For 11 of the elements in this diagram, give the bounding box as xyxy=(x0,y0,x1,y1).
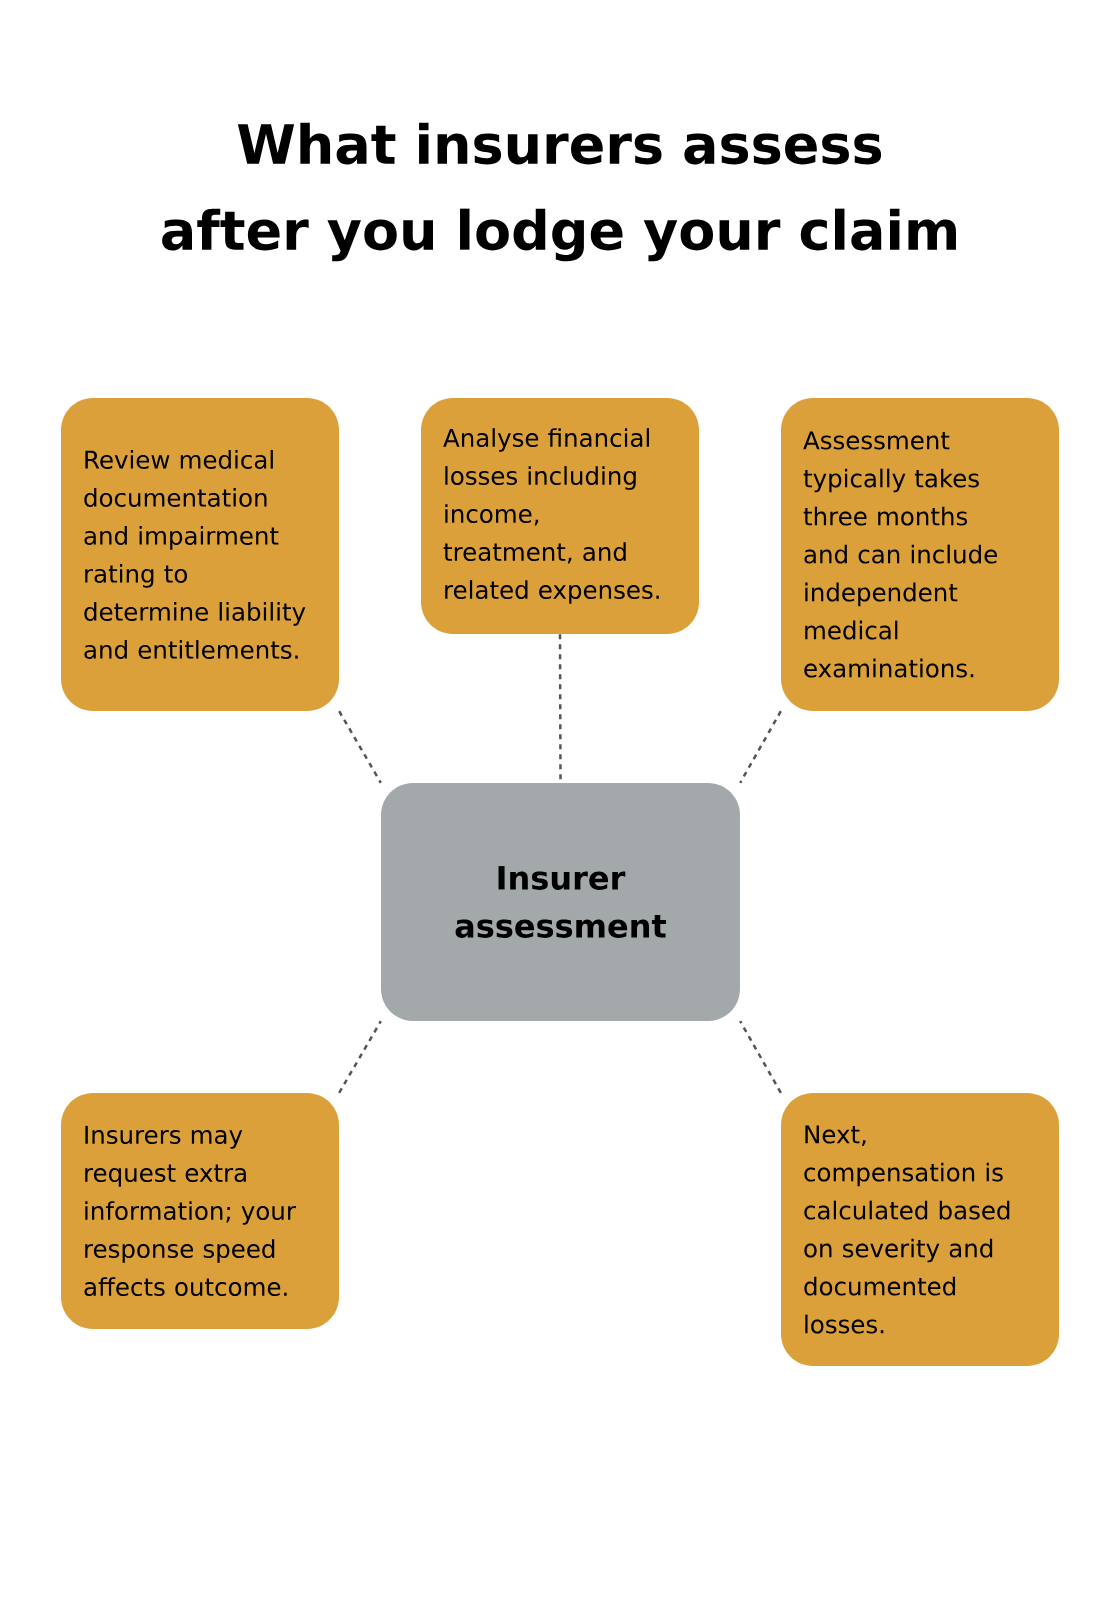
connector-line xyxy=(338,1020,382,1094)
connector-line xyxy=(739,710,782,784)
info-box: Next, compensation is calculated based on severity and documented losses. xyxy=(781,1093,1059,1366)
info-box: Analyse financial losses including income, treatment, and related expenses. xyxy=(421,398,699,634)
connector-line xyxy=(739,1020,782,1094)
info-box: Insurers may request extra information; your response speed affects outcome. xyxy=(61,1093,339,1329)
info-box: Review medical documentation and impairment rating to determine liability and entitlements. xyxy=(61,398,339,711)
info-box: Assessment typically takes three months and can include independent medical examinations. xyxy=(781,398,1059,711)
title: What insurers assess after you lodge your claim xyxy=(162,122,956,262)
connector-line xyxy=(338,710,382,784)
center-box: Insurer assessment xyxy=(381,783,740,1021)
